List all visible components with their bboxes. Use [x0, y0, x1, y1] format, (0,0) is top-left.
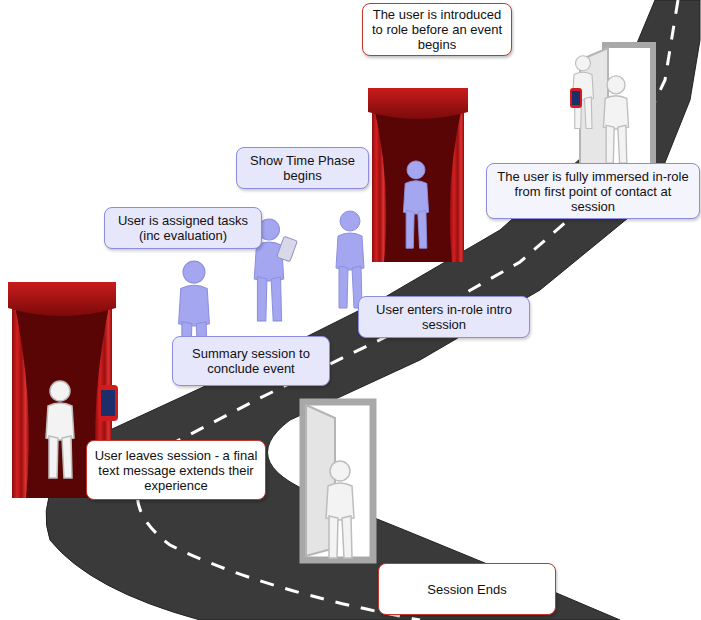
callout-box: User enters in-role intro session: [358, 296, 530, 338]
callout-text: The user is fully immersed in-role from …: [493, 169, 693, 214]
callout-box: The user is introduced to role before an…: [362, 3, 512, 56]
road: [46, 0, 700, 620]
callout-box: Show Time Phase begins: [236, 147, 369, 189]
callout-text: Show Time Phase begins: [243, 153, 362, 183]
callout-text: Summary session to conclude event: [179, 346, 323, 376]
callout-box: The user is fully immersed in-role from …: [486, 163, 700, 219]
blue-figure: [336, 211, 364, 308]
door: [303, 402, 373, 560]
callout-text: User is assigned tasks (inc evaluation): [111, 213, 255, 243]
white-figure: [603, 76, 628, 163]
callout-box: Summary session to conclude event: [172, 336, 330, 386]
phone: [98, 385, 118, 421]
callout-text: The user is introduced to role before an…: [369, 7, 505, 52]
stage-curtain: [368, 88, 468, 262]
white-figure: [46, 381, 74, 478]
phone: [570, 88, 582, 108]
callout-text: User enters in-role intro session: [365, 302, 523, 332]
callout-box: User leaves session - a final text messa…: [86, 440, 266, 500]
tablet: [277, 236, 298, 261]
white-figure: [573, 56, 594, 129]
callout-text: Session Ends: [427, 582, 507, 597]
white-figure: [326, 461, 354, 558]
phone-screen: [101, 390, 115, 416]
callout-box: Session Ends: [378, 563, 556, 615]
phone-screen: [572, 91, 580, 105]
blue-figure: [403, 161, 428, 248]
road-centre-line: [137, 0, 678, 620]
callout-text: User leaves session - a final text messa…: [93, 448, 259, 493]
callout-box: User is assigned tasks (inc evaluation): [104, 207, 262, 249]
